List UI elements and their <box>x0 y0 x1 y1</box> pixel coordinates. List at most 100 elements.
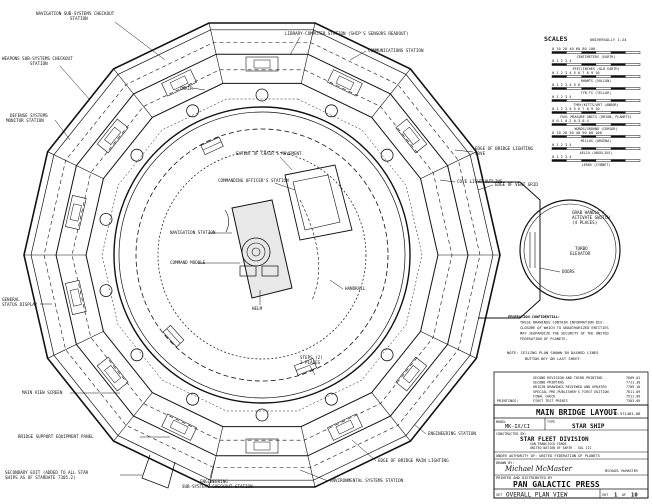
title-block: MAIN BRIDGE LAYOUT TD-571483-08 MODEL MK… <box>493 404 649 499</box>
scale-bar <box>551 123 641 126</box>
revision-date: 7511.09 <box>626 394 640 398</box>
label-edge-lighting-cove-2: COVE <box>475 151 486 156</box>
station-chair <box>186 392 200 406</box>
secondary-exit-shape <box>141 454 176 489</box>
label-edge-main-lighting: EDGE OF BRIDGE MAIN LIGHTING <box>378 458 449 463</box>
scale-ticks: 0 1 2 3 4 <box>552 95 571 99</box>
scale-unit: TYR-TS (TELLAR) <box>581 91 612 95</box>
scale-unit: CENTIMETERS (EARTH) <box>577 55 616 59</box>
scale-unit: RHAMTS (VULCAN) <box>581 79 612 83</box>
constructor-line-2: UNITED NATION OF EARTH - SOL III <box>530 446 591 450</box>
label-secondary-exit-2: SHIPS AS OF STARDATE 7305.2) <box>5 475 76 480</box>
label-defense-2: MONITOR STATION <box>6 118 44 123</box>
confidential-line: FEDERATION OF PLANETS. <box>520 337 568 341</box>
station-console <box>327 69 363 97</box>
leader-line <box>454 149 474 153</box>
label-main-view: MAIN VIEW SCREEN <box>22 390 63 395</box>
label-communications: COMMUNICATIONS STATION <box>368 48 424 53</box>
steps <box>162 324 185 348</box>
scale-ticks: 0 1 2 3 4 <box>552 59 571 63</box>
revision-text: SPECIAL PRE-PUBLISHER'S FIRST EDITION <box>533 390 609 394</box>
station-console <box>395 356 428 392</box>
scale-ticks: 0 1 2 3 4 <box>552 155 571 159</box>
station-console <box>245 56 279 72</box>
scale-ticks: 0 10 20 30 40 50 60 100 <box>552 131 602 135</box>
label-turbo-2: ELEVATOR <box>570 251 591 256</box>
confidential-line: FEDERATION CONFIDENTIAL: <box>508 315 560 319</box>
label-engineering-sub: ENGINEERING <box>200 479 228 484</box>
press-name: PAN GALACTIC PRESS <box>513 480 600 489</box>
of-label: OF <box>622 493 626 497</box>
leader-line <box>351 439 377 462</box>
label-general-status: GENERAL <box>2 297 20 302</box>
panel-divider <box>300 22 316 84</box>
callout-labels: NAVIGATION SUB-SYSTEMS CHECKOUTSTATIONWE… <box>2 11 610 489</box>
leader-line <box>114 21 166 61</box>
leader-line <box>54 119 71 141</box>
steps <box>293 358 318 376</box>
turbo-elevator-shape <box>478 181 621 319</box>
scale-ticks: 0 1 2 3 4 5 6 7 8 9 10 <box>552 107 600 111</box>
label-cove-light: COVE LIGHT OUTLINE <box>457 179 503 184</box>
scale-unit: FUEL MEASURE UNITS (ORION, PLANETS) <box>560 115 631 119</box>
panel-divider <box>47 151 104 179</box>
type-value: STAR SHIP <box>572 423 605 430</box>
revision-text: FIRST TEST PRINTS <box>533 399 568 403</box>
drawn-label: DRAWN BY: <box>496 461 514 465</box>
label-steps-2: 3 PLACES <box>300 360 321 365</box>
sheet-title: OVERALL PLAN VIEW <box>506 492 568 499</box>
leader-line <box>439 179 456 183</box>
scale-bar <box>551 63 641 66</box>
constructor-name: STAR FLEET DIVISION <box>520 436 589 443</box>
label-library-computer: LIBRARY-COMPUTER STATION (SHIP'S SENSORS… <box>285 31 409 36</box>
leader-line <box>209 459 216 479</box>
leader-line <box>349 50 367 61</box>
constructor-line-1: SAN FRANCISCO YARDS <box>530 442 567 446</box>
revision-date: 7711.30 <box>626 381 640 385</box>
scale-unit: THRY/KITTS/ART (ANDOR) <box>574 103 619 107</box>
station-chair <box>99 284 113 298</box>
ceiling-note-line: NOTE: CEILING PLAN SHOWN IN DASHED LINES <box>507 350 599 355</box>
sheet-number: 1 <box>614 493 618 499</box>
scale-ticks: 0 1 2 3 4 <box>552 143 571 147</box>
revision-date: 7303.09 <box>626 399 640 403</box>
label-weapons-checkout: WEAPONS SUB-SYSTEMS CHECKOUT <box>2 56 73 61</box>
label-doors: DOORS <box>562 269 575 274</box>
label-navigation-station: NAVIGATION STATION <box>170 230 216 235</box>
label-secondary-exit: SECONDARY EXIT (ADDED TO ALL STAR <box>5 470 89 475</box>
label-general-status-2: STATUS DISPLAY <box>2 302 38 307</box>
label-commanding-officer: COMMANDING OFFICER'S STATION <box>218 178 289 183</box>
leader-line <box>329 279 344 290</box>
scale-unit: WORDS/GROUND (CORSOR) <box>575 127 618 131</box>
printed-label: PRINTED AND DISTRIBUTED BY <box>496 476 553 480</box>
command-module <box>224 164 353 301</box>
scale-bar <box>551 51 641 54</box>
revision-text: SECOND REVISION AND THIRD PRINTING <box>533 376 602 380</box>
station-chair <box>99 212 113 226</box>
type-label: TYPE <box>547 420 555 424</box>
panel-divider <box>420 151 477 179</box>
revision-date: 7811.09 <box>626 390 640 394</box>
scales-title: SCALES <box>544 35 568 43</box>
ceiling-note-line: BUTTON KEY ON LAST SHEET <box>525 356 581 361</box>
label-engineering-sub-2: SUB-SYSTEMS CHECKOUT STATION <box>182 484 253 489</box>
drawing-number: TD-571483-08 <box>613 411 641 416</box>
scale-bar <box>551 75 641 78</box>
station-console <box>96 118 129 154</box>
scale-unit: LEROS (CYBNET) <box>582 163 611 167</box>
panel-divider <box>420 331 477 359</box>
scale-ticks: 0 10 20 40 60 80 100 <box>552 47 595 51</box>
label-steps: STEPS (2) <box>300 355 323 360</box>
model-value: MK-IX/CI <box>505 424 530 430</box>
revision-text: ORIGIN DRAWINGS REVIEWED AND UPDATED <box>533 385 607 389</box>
label-nav-checkout: NAVIGATION SUB-SYSTEMS CHECKOUT <box>36 11 115 16</box>
revision-date: 7709.16 <box>626 385 640 389</box>
station-chair <box>130 348 144 362</box>
panel-divider <box>113 392 153 442</box>
station-console <box>65 194 87 231</box>
label-grab-handle-2: ACTIVATE SWITCH <box>572 215 610 220</box>
label-grab-handle: GRAB HANDLE / <box>572 210 605 215</box>
scale-bar <box>551 99 641 102</box>
printings-label: PRINTINGS: <box>497 399 519 403</box>
